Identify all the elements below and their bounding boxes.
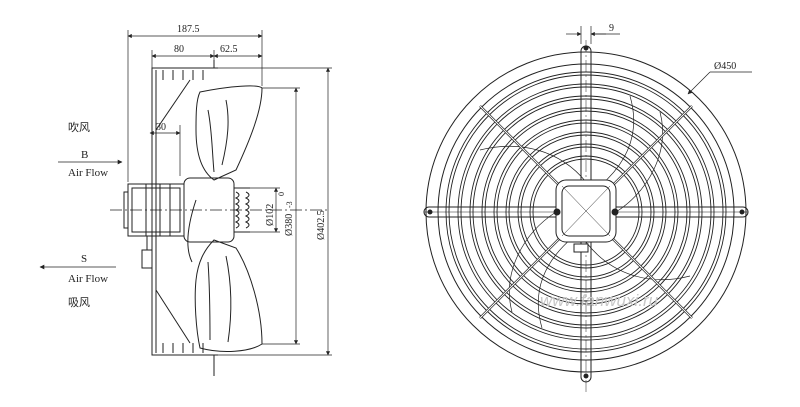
mount-bolt-left — [553, 208, 561, 216]
airflow-suck-letter: S — [81, 253, 87, 265]
dim-overall-depth: 187.5 — [177, 24, 200, 35]
fan-blade-upper — [195, 85, 263, 181]
diagonal-brackets-inner — [479, 105, 693, 319]
bracket-end-left — [427, 209, 433, 215]
blade-rib — [207, 261, 211, 341]
front-dim-outer-dia — [687, 71, 752, 95]
mount-bolt-right — [611, 208, 619, 216]
dim-blade-tol-upper: 0 — [277, 192, 286, 196]
dim-blade-dia: Ø380 — [284, 214, 295, 236]
side-guard-spoke — [155, 289, 191, 344]
airflow-suck-group: S Air Flow 吸风 — [39, 253, 116, 309]
dim-motor-offset: 62.5 — [220, 44, 238, 55]
fan-blade-rear — [187, 199, 197, 263]
blade-rib — [221, 99, 229, 166]
airflow-blow-group: 吹风 B Air Flow — [58, 121, 123, 179]
dim-outer-dia: Ø450 — [714, 61, 736, 72]
airflow-blow-cn: 吹风 — [68, 121, 90, 134]
bracket-end-right — [739, 209, 745, 215]
dim-blade-offset: 30 — [156, 122, 166, 133]
motor-housing — [123, 183, 185, 269]
front-dim-bracket-width — [566, 26, 620, 44]
blade-rib — [225, 255, 232, 343]
side-guard-spoke — [155, 79, 191, 131]
side-dimensions — [127, 30, 332, 356]
airflow-suck-cn: 吸风 — [68, 296, 90, 309]
bracket-end-bottom — [583, 373, 589, 379]
airflow-blow-text: Air Flow — [68, 167, 108, 179]
front-blades — [479, 95, 691, 329]
watermark-text: www.fanwuxi.ru — [540, 291, 659, 310]
side-guard-rings-bottom — [162, 343, 204, 353]
airflow-suck-text: Air Flow — [68, 273, 108, 285]
dim-guard-dia: Ø402.5 — [316, 210, 327, 240]
side-guard-rings-top — [162, 70, 204, 80]
dim-guard-depth: 80 — [174, 44, 184, 55]
airflow-blow-letter: B — [81, 149, 88, 161]
dim-hub-dia: Ø102 — [265, 204, 276, 226]
dim-blade-tol-lower: -3 — [285, 201, 294, 208]
bracket-end-top — [583, 45, 589, 51]
side-guard-frame — [151, 60, 218, 376]
dim-bracket-width: 9 — [609, 23, 614, 34]
front-view — [423, 40, 749, 392]
side-view — [123, 60, 263, 376]
blade-rib — [207, 109, 215, 173]
fan-blade-lower — [194, 239, 263, 352]
